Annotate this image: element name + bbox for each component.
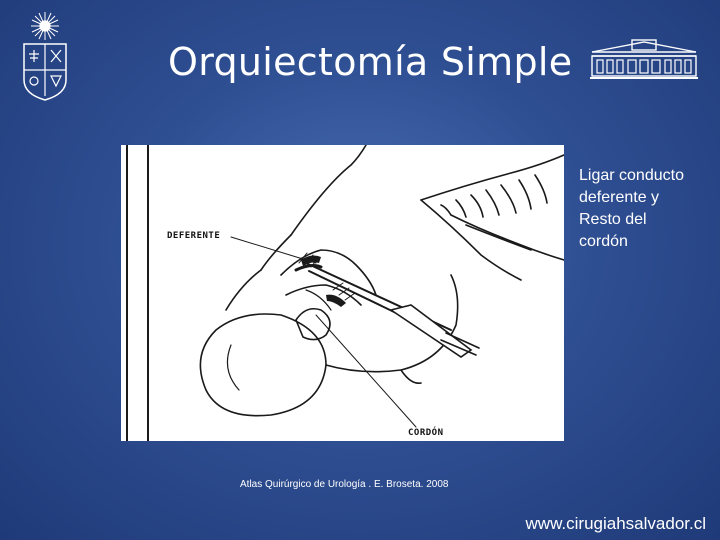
- website-url[interactable]: www.cirugiahsalvador.cl: [525, 514, 706, 533]
- figure-credit: Atlas Quirúrgico de Urología . E. Broset…: [240, 479, 449, 490]
- side-note-line: deferente y: [579, 189, 660, 206]
- side-note: Ligar conducto deferente y Resto del cor…: [579, 165, 709, 253]
- page-title: Orquiectomía Simple: [168, 40, 573, 84]
- side-note-line: cordón: [579, 233, 628, 250]
- label-cordon: CORDÓN: [408, 428, 444, 438]
- side-note-line: Ligar conducto: [579, 167, 684, 184]
- surgical-illustration: DEFERENTE CORDÓN: [121, 145, 564, 441]
- hospital-building-icon: [588, 38, 700, 82]
- label-deferente: DEFERENTE: [167, 231, 221, 241]
- side-note-line: Resto del: [579, 211, 647, 228]
- university-crest-icon: [18, 10, 72, 102]
